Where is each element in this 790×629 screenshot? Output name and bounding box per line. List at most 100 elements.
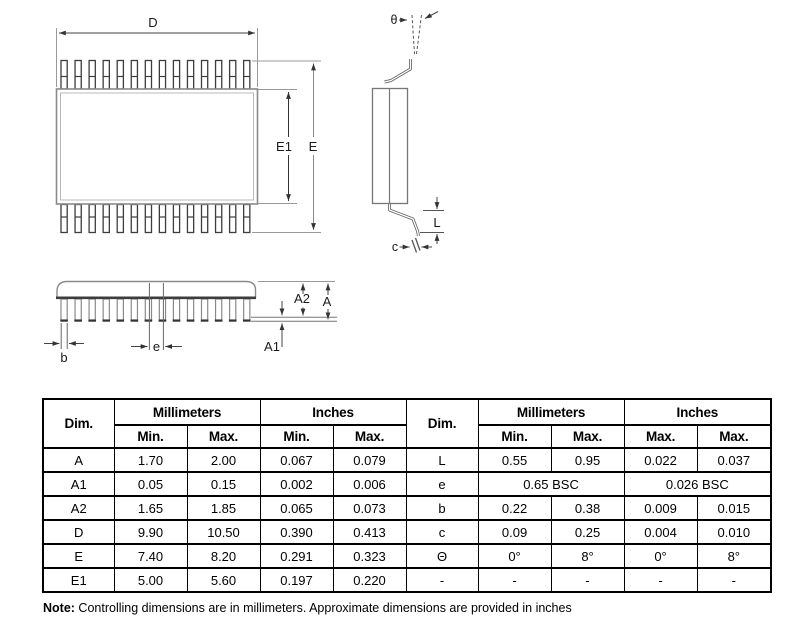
cell: 5.00: [113, 567, 188, 593]
cell-dim: L: [405, 447, 479, 473]
cell: 0.291: [259, 543, 334, 569]
pin: [116, 298, 124, 321]
cell: 0.15: [186, 471, 261, 497]
top-lead-inner: [384, 59, 412, 83]
cell-dim: -: [405, 567, 479, 593]
a2-label: A2: [294, 291, 310, 306]
pin: [74, 298, 82, 321]
pin: [74, 59, 82, 90]
pin: [88, 59, 96, 90]
pin: [228, 203, 237, 234]
cell: 0.065: [259, 495, 334, 521]
cell: -: [477, 567, 552, 593]
dimension-table: Dim. Millimeters Inches Dim. Millimeters…: [42, 398, 773, 593]
cell-span: 0.026 BSC: [623, 471, 772, 497]
pin: [130, 203, 139, 234]
cell: 0.067: [259, 447, 334, 473]
cell-dim: A1: [42, 471, 115, 497]
theta-label: θ: [391, 13, 398, 27]
pin: [74, 203, 82, 234]
cell-dim: e: [405, 471, 479, 497]
pin: [102, 203, 111, 234]
cell: 0.05: [113, 471, 188, 497]
package-outline-drawing: D E1 E θ: [44, 11, 444, 365]
cell-span: 0.65 BSC: [477, 471, 625, 497]
pin: [144, 298, 153, 321]
top-view: D E1 E: [55, 15, 321, 234]
pin: [242, 59, 251, 90]
cell: 0.25: [550, 519, 625, 545]
cell: 0.390: [259, 519, 334, 545]
cell: 0.95: [550, 447, 625, 473]
cell: 0.38: [550, 495, 625, 521]
note-text: Controlling dimensions are in millimeter…: [74, 601, 572, 615]
pin: [158, 59, 167, 90]
pin: [116, 59, 125, 90]
e1-label: E1: [276, 139, 292, 154]
subheader: Max.: [696, 424, 772, 449]
package-body: [55, 88, 259, 205]
pin: [144, 59, 153, 90]
subheader: Min.: [113, 424, 188, 449]
header-inches-right: Inches: [623, 398, 772, 426]
header-millimeters-right: Millimeters: [477, 398, 625, 426]
header-millimeters-left: Millimeters: [113, 398, 261, 426]
cell: -: [623, 567, 698, 593]
subheader: Min.: [477, 424, 552, 449]
cell: 0.002: [259, 471, 334, 497]
c-label: c: [392, 240, 398, 254]
cell-dim: E: [42, 543, 115, 569]
c-thickness-tick: [414, 237, 421, 251]
a1-label: A1: [264, 339, 280, 354]
cell: 0.010: [696, 519, 772, 545]
cell: 0°: [477, 543, 552, 569]
header-inches-left: Inches: [259, 398, 407, 426]
pin: [214, 59, 223, 90]
pin: [158, 203, 167, 234]
pin: [214, 298, 223, 321]
header-dim-left: Dim.: [42, 398, 115, 449]
pin: [102, 59, 111, 90]
b-label: b: [60, 350, 67, 365]
cell: 10.50: [186, 519, 261, 545]
theta-leader-right: [424, 11, 439, 19]
cell: 0.009: [623, 495, 698, 521]
top-view-pins-bottom: [60, 203, 251, 234]
front-view: e b A2 A A1: [44, 280, 337, 365]
l-label: L: [433, 215, 440, 230]
pin: [186, 59, 195, 90]
cell: 0.073: [332, 495, 407, 521]
cell: 0.413: [332, 519, 407, 545]
table-row: A1 0.05 0.15 0.002 0.006 e 0.65 BSC 0.02…: [42, 471, 772, 497]
cell-dim: E1: [42, 567, 115, 593]
cell: 5.60: [186, 567, 261, 593]
header-dim-right: Dim.: [405, 398, 479, 449]
cell: 1.85: [186, 495, 261, 521]
cell: 0.015: [696, 495, 772, 521]
cell: 0.079: [332, 447, 407, 473]
bottom-lead-inner: [388, 203, 420, 237]
top-lead: [384, 59, 412, 84]
pin: [172, 298, 181, 321]
pin: [243, 298, 251, 321]
table-row: E1 5.00 5.60 0.197 0.220 - - - - -: [42, 567, 772, 593]
front-view-pins: [60, 298, 251, 322]
pin: [214, 203, 223, 234]
pin: [200, 298, 209, 321]
pin: [186, 203, 195, 234]
pin: [172, 59, 181, 90]
subheader: Max.: [550, 424, 625, 449]
cell-dim: c: [405, 519, 479, 545]
cell: 1.70: [113, 447, 188, 473]
pin: [172, 203, 181, 234]
table-row: D 9.90 10.50 0.390 0.413 c 0.09 0.25 0.0…: [42, 519, 772, 545]
pin: [242, 203, 251, 234]
a-label: A: [323, 294, 332, 309]
pin: [158, 298, 167, 321]
pin: [200, 203, 209, 234]
subheader: Max.: [623, 424, 698, 449]
pin: [200, 59, 209, 90]
cell-dim: A: [42, 447, 115, 473]
pin: [228, 59, 237, 90]
